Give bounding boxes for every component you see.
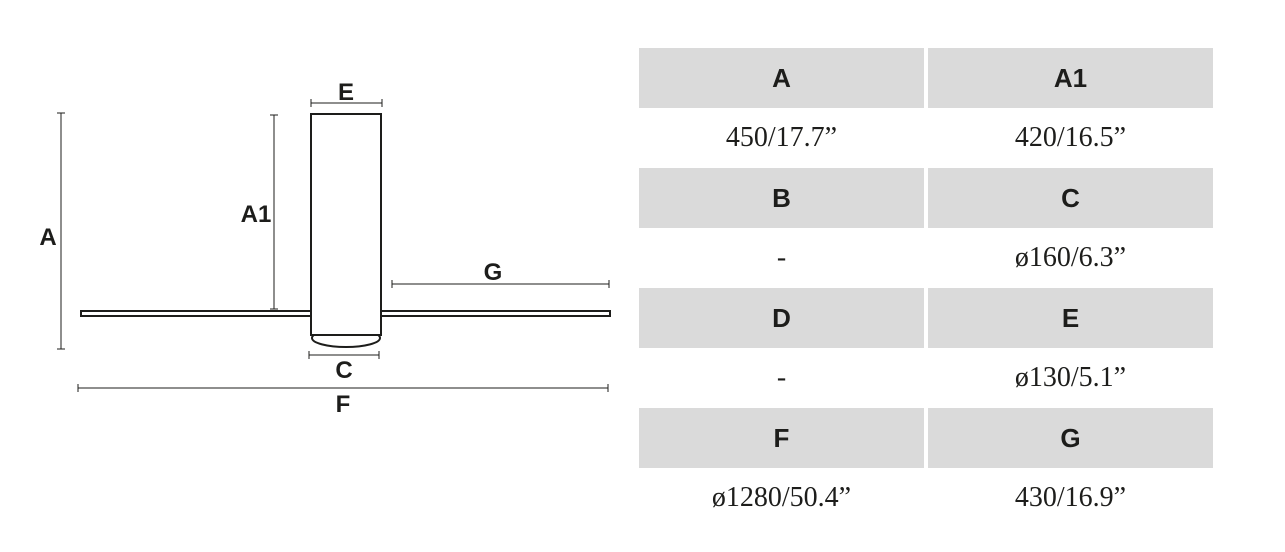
table-key-cell: D [639, 288, 924, 348]
table-value-cell: - [639, 228, 924, 288]
label-f: F [336, 391, 351, 418]
table-value-cell: ø130/5.1” [924, 348, 1213, 408]
table-key-cell: C [924, 168, 1213, 228]
table-key-cell: A1 [924, 48, 1213, 108]
table-key-cell: B [639, 168, 924, 228]
dimension-a: A [39, 112, 65, 350]
dimension-g: G [391, 259, 610, 288]
label-a: A [39, 224, 56, 251]
table-header-row: A A1 [639, 48, 1213, 108]
dimension-a1: A1 [241, 114, 278, 310]
dimension-e: E [310, 79, 383, 107]
dimension-f: F [77, 384, 609, 418]
dimension-c: C [308, 351, 380, 384]
label-a1: A1 [241, 201, 272, 228]
table-key-cell: A [639, 48, 924, 108]
label-c: C [335, 357, 352, 384]
table-value-cell: ø160/6.3” [924, 228, 1213, 288]
fan-dimension-diagram: A A1 E G C F [39, 79, 611, 418]
motor-housing [310, 113, 382, 348]
table-value-cell: - [639, 348, 924, 408]
table-value-row: 450/17.7” 420/16.5” [639, 108, 1213, 168]
table-key-cell: G [924, 408, 1213, 468]
table-value-row: - ø130/5.1” [639, 348, 1213, 408]
dimensions-table: A A1 450/17.7” 420/16.5” B C - ø160/6.3”… [639, 48, 1213, 528]
table-header-row: D E [639, 288, 1213, 348]
table-value-cell: 450/17.7” [639, 108, 924, 168]
label-g: G [484, 259, 503, 286]
table-value-row: - ø160/6.3” [639, 228, 1213, 288]
table-header-row: F G [639, 408, 1213, 468]
table-key-cell: E [924, 288, 1213, 348]
table-key-cell: F [639, 408, 924, 468]
table-value-cell: ø1280/50.4” [639, 468, 924, 528]
table-value-cell: 420/16.5” [924, 108, 1213, 168]
table-value-row: ø1280/50.4” 430/16.9” [639, 468, 1213, 528]
table-value-cell: 430/16.9” [924, 468, 1213, 528]
table-header-row: B C [639, 168, 1213, 228]
label-e: E [338, 79, 354, 106]
